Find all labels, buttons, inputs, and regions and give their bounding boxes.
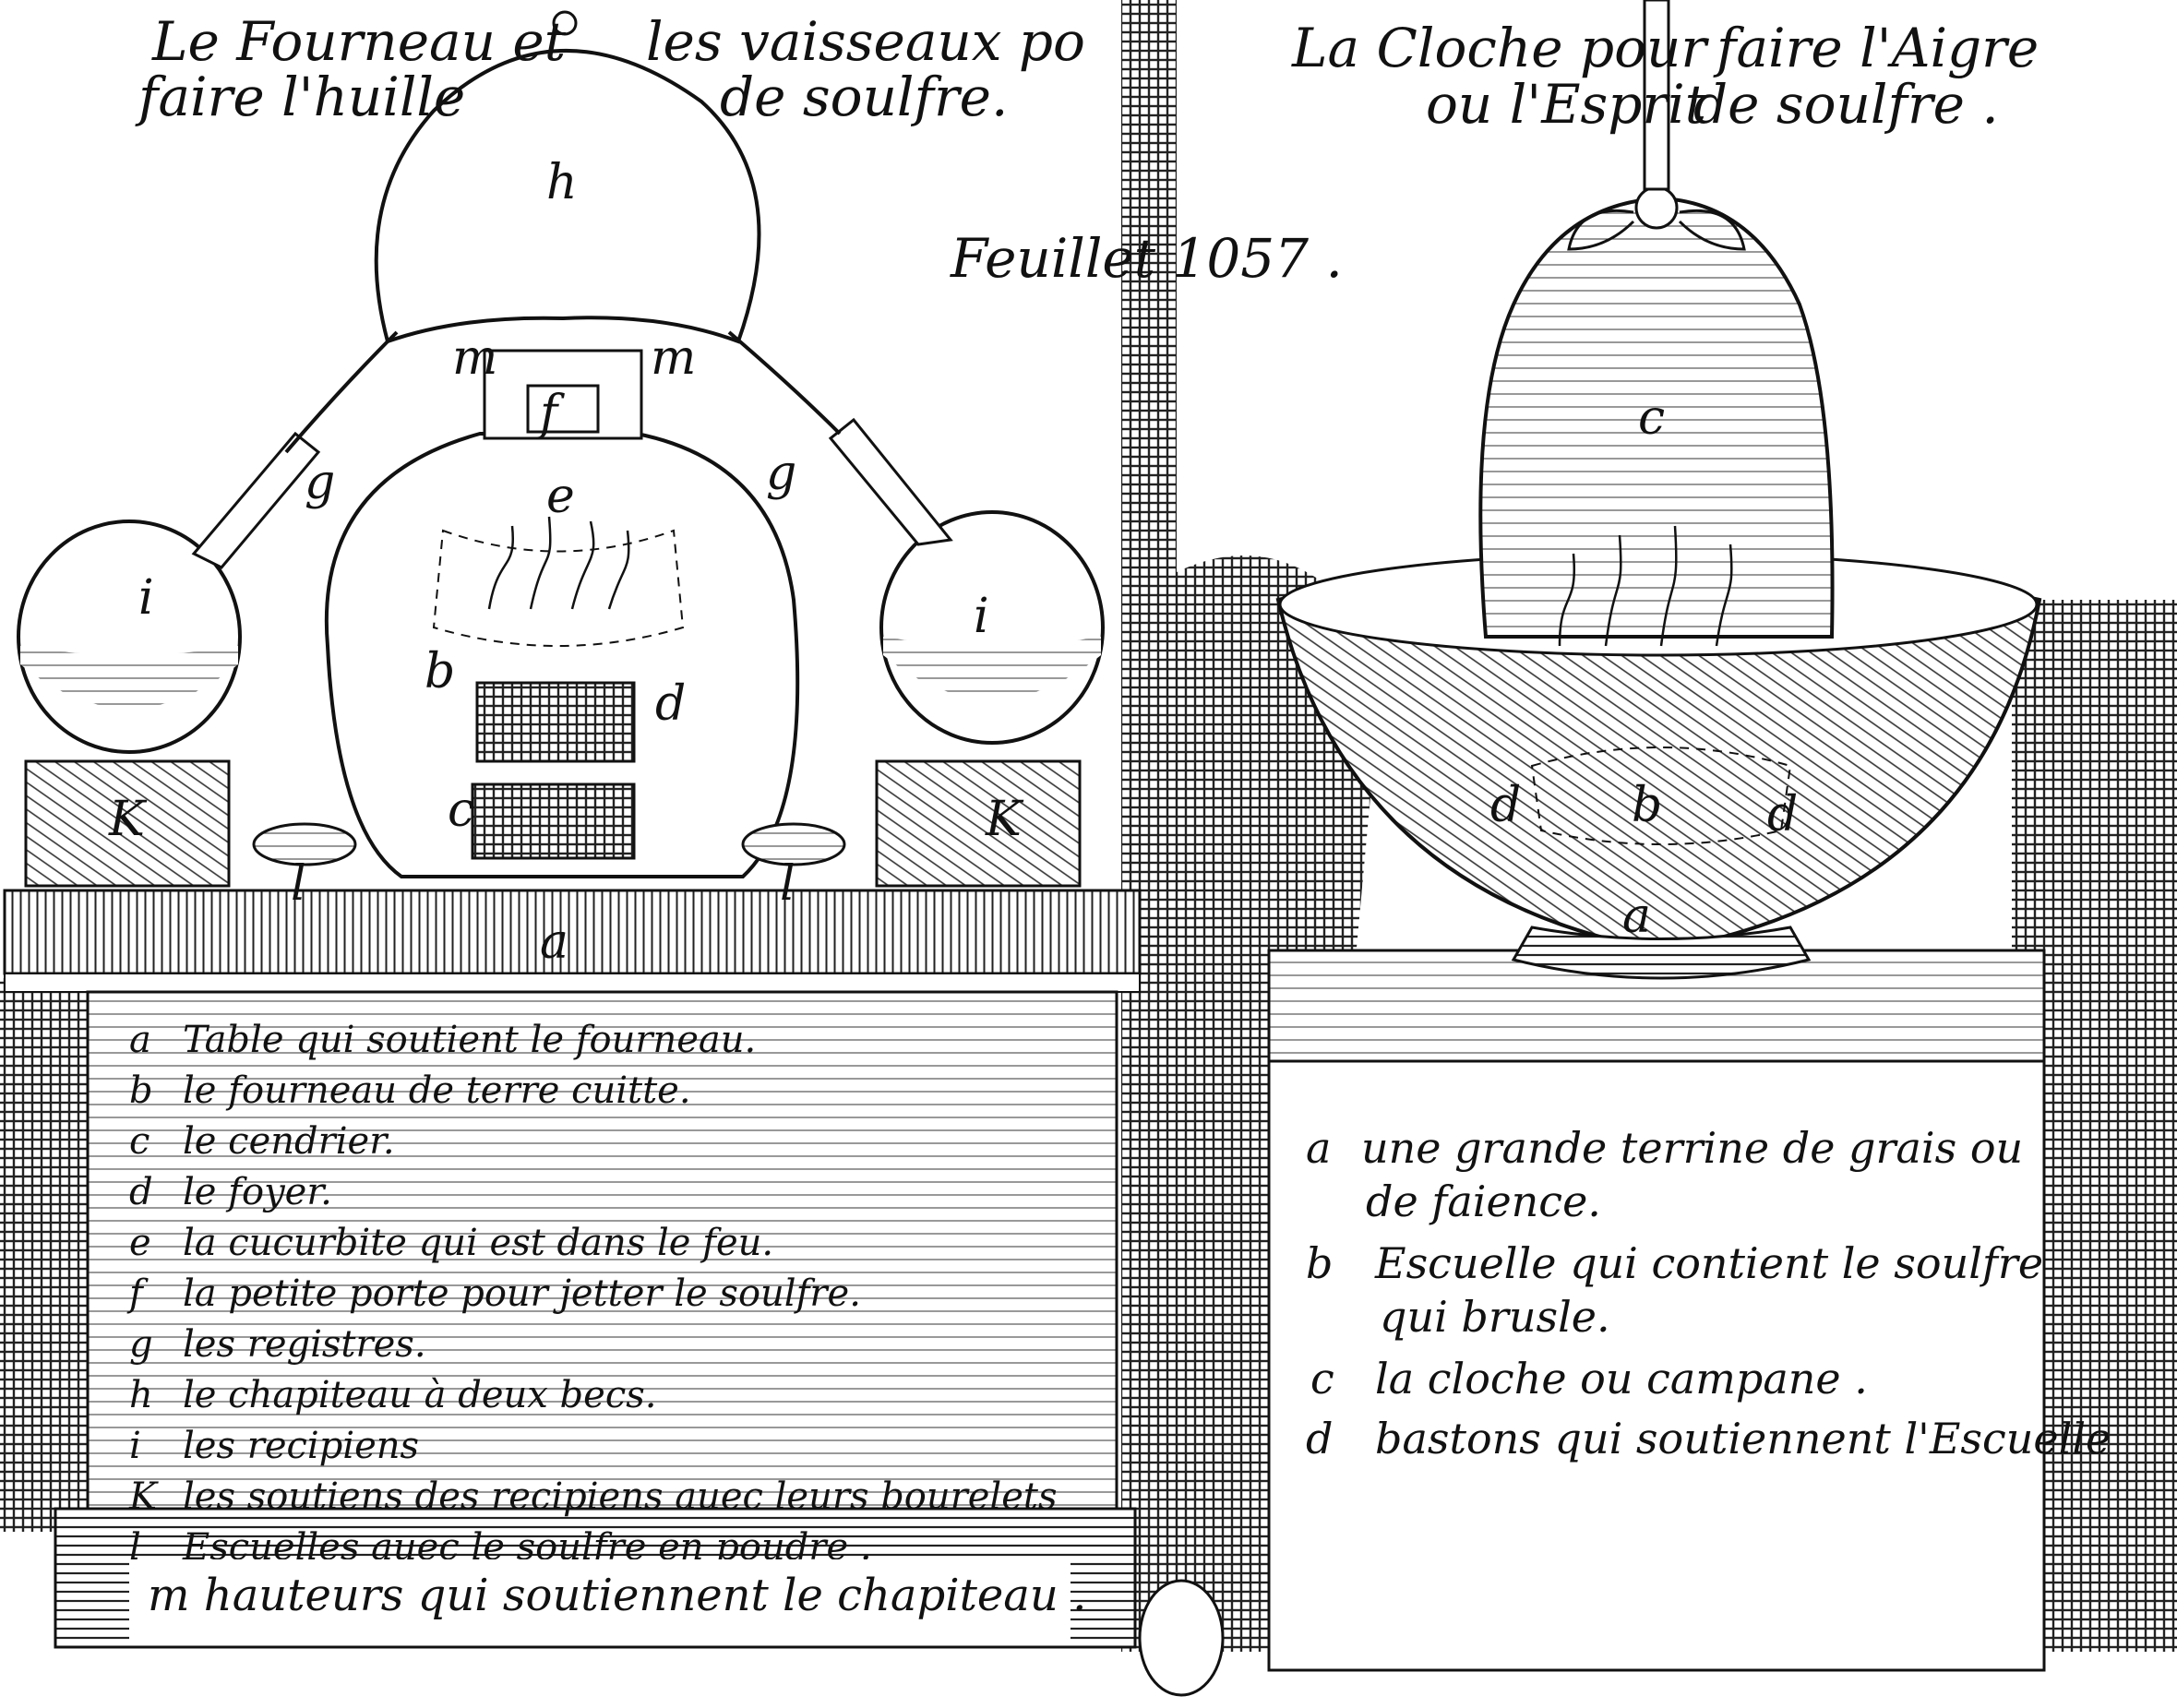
label-cucurbit: e [546, 469, 575, 524]
legend-left: a Table qui soutient le fourneau. b le f… [126, 1019, 1058, 1569]
label-register-right: g [766, 446, 796, 501]
caption-left-line1-a: Le Fourneau et [151, 10, 567, 73]
caption-right-line1-b: faire l'Aigre [1713, 17, 2039, 79]
legend-right-text-c: la cloche ou campane . [1375, 1354, 1868, 1403]
receiver-right-neck [828, 417, 953, 546]
flames [487, 516, 630, 610]
label-rest-left: m [452, 330, 497, 386]
support-right [875, 759, 1082, 888]
legend-left-letter-a: a [129, 1019, 151, 1061]
legend-right-letter-a: a [1306, 1123, 1331, 1173]
support-left [24, 759, 231, 888]
legend-left-letter-h: h [129, 1374, 153, 1416]
legend-left-letter-i: i [129, 1425, 141, 1467]
caption-left-line2-b: de soulfre. [720, 66, 1008, 128]
center-pillar [1121, 0, 1177, 1652]
receiver-left-liquid [20, 646, 238, 709]
label-receiver-left: i [138, 570, 154, 626]
legend-left-letter-k: K [128, 1475, 159, 1518]
label-hearth: d [655, 676, 686, 732]
legend-left-letter-c: c [129, 1120, 150, 1163]
legend-right-text-b: Escuelle qui contient le soulfre [1374, 1238, 2043, 1288]
caption-left-line1-b: les vaisseaux po [646, 10, 1085, 73]
legend-left-letter-l: l [129, 1526, 141, 1569]
capital-beak-right [727, 330, 842, 436]
legend-right-text-a: une grande terrine de grais ou [1361, 1123, 2023, 1173]
ribbon-bow [1567, 209, 1746, 251]
legend-right-letter-c: c [1310, 1354, 1334, 1403]
receiver-left-neck [191, 431, 321, 569]
legend-left-text-d: le foyer. [183, 1171, 332, 1213]
label-furnace-body: b [425, 644, 455, 699]
vapours [1558, 525, 1733, 647]
legend-left-bottom: m hauteurs qui soutiennent le chapiteau … [148, 1570, 1086, 1621]
label-stick-left: d [1490, 778, 1521, 833]
legend-left-letter-e: e [129, 1222, 151, 1264]
bell-pedestal [1267, 1059, 2046, 1672]
legend-left-text-c: le cendrier. [183, 1120, 395, 1163]
capital [374, 48, 761, 344]
furnace-body [324, 432, 800, 878]
hearth-opening [475, 681, 636, 763]
capital-knob [552, 10, 578, 36]
legend-right: a une grande terrine de grais ou de faie… [1306, 1123, 2111, 1463]
sheet-number: Feuillet 1057 . [950, 227, 1343, 290]
label-ashpit: c [448, 782, 474, 838]
furnace-door [526, 384, 600, 434]
legend-left-bottom-panel [129, 1559, 1071, 1642]
ashpit-opening [471, 782, 636, 860]
bell-scene [1267, 0, 2046, 1672]
legend-right-letter-d: d [1306, 1414, 1333, 1463]
label-support-left: K [108, 792, 148, 847]
basin-foot [1511, 926, 1812, 980]
bowl-right [741, 822, 846, 866]
legend-left-text-b: le fourneau de terre cuitte. [183, 1069, 691, 1112]
label-table: a [540, 914, 568, 970]
label-support-right: K [985, 792, 1024, 847]
legend-left-text-g: les registres. [183, 1323, 426, 1366]
caption-right-line1-a: La Cloche pour [1291, 17, 1709, 79]
legend-left-text-e: la cucurbite qui est dans le feu. [183, 1222, 773, 1264]
legend-right-letter-b: b [1306, 1238, 1333, 1288]
caption-left-line2-a: faire l'huille [135, 66, 465, 128]
legend-left-letter-d: d [129, 1171, 153, 1213]
label-dish: b [1632, 778, 1662, 833]
left-wall-shadow [0, 978, 88, 1532]
legend-left-text-h: le chapiteau à deux becs. [183, 1374, 656, 1416]
legend-left-text-i: les recipiens [183, 1425, 419, 1467]
capital-beak-left [284, 330, 399, 454]
label-capital: h [546, 155, 578, 210]
receiver-right-liquid [883, 637, 1101, 699]
legend-left-letter-b: b [129, 1069, 153, 1112]
label-bowl-left: l [291, 856, 306, 912]
cucurbit-outline [432, 529, 685, 647]
table-top [3, 889, 1142, 975]
bowl-left [252, 822, 357, 866]
collector-stamp [1138, 1579, 1225, 1697]
table-edge [4, 973, 1141, 993]
label-rest-right: m [651, 330, 696, 386]
legend-right-cont-b: qui brusle. [1380, 1292, 1610, 1342]
legend-right-text-d: bastons qui soutiennent l'Escuelle [1375, 1414, 2111, 1463]
label-register-left: g [305, 455, 335, 510]
bell-knob [1634, 185, 1679, 230]
label-stick-right: d [1767, 787, 1798, 842]
legend-left-text-a: Table qui soutient le fourneau. [183, 1019, 756, 1061]
legend-left-text-f: la petite porte pour jetter le soulfre. [183, 1272, 861, 1315]
legend-left-letter-g: g [129, 1323, 153, 1366]
label-receiver-right: i [974, 589, 989, 644]
legend-right-cont-a: de faience. [1366, 1176, 1601, 1226]
caption-right-line2-a: ou l'Esprit [1426, 73, 1707, 136]
caption-right-line2-b: de soulfre . [1693, 73, 1999, 136]
legend-left-text-k: les soutiens des recipiens auec leurs bo… [183, 1475, 1058, 1518]
label-basin: a [1622, 889, 1651, 944]
receiver-right [879, 510, 1105, 745]
label-bell: c [1638, 390, 1665, 446]
pedestal [86, 990, 1118, 1511]
label-bowl-right: l [780, 856, 795, 912]
hanging-cord [1643, 0, 1670, 191]
dish-outline [1530, 747, 1792, 845]
